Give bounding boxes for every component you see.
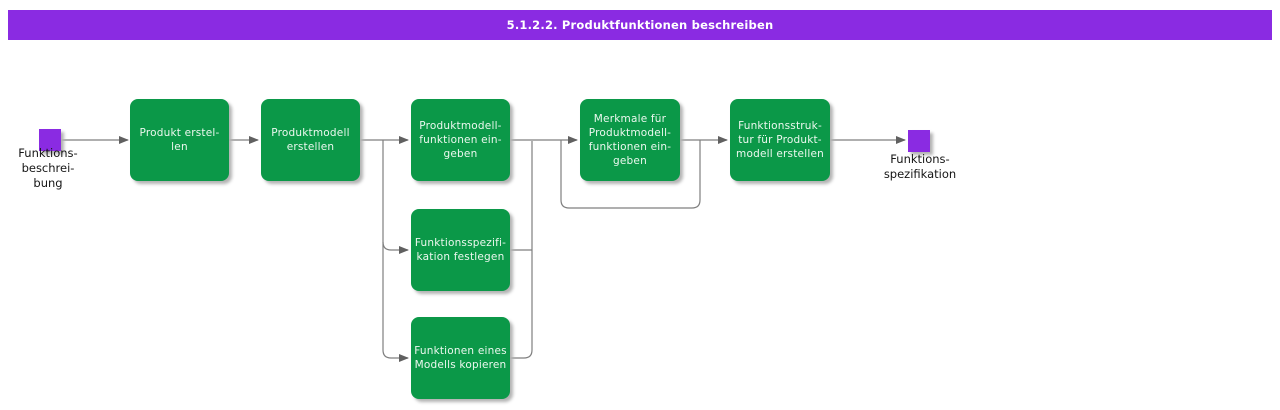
- process-title-bar: 5.1.2.2. Produktfunktionen beschreiben: [8, 10, 1272, 40]
- step-produktmodell-erstellen[interactable]: Produktmodell erstellen: [261, 99, 360, 181]
- step-funktionen-kopieren[interactable]: Funktionen eines Modells kopieren: [411, 317, 510, 399]
- end-artifact-label: Funktions- spezifikation: [883, 152, 957, 181]
- connector-merkmale-loop: [560, 140, 701, 209]
- page-title: 5.1.2.2. Produktfunktionen beschreiben: [506, 18, 774, 32]
- connector-branch-to-funktionen-kopieren: [382, 140, 409, 362]
- end-artifact-icon[interactable]: [908, 130, 930, 152]
- connector-branch-to-funktionsspezifikation: [382, 241, 409, 254]
- connector-merge-from-kopieren: [510, 141, 533, 359]
- start-artifact-label: Funktions- beschrei- bung: [18, 146, 78, 190]
- step-produkt-erstellen[interactable]: Produkt erstel- len: [130, 99, 229, 181]
- step-funktionsspezifikation-festlegen[interactable]: Funktionsspezifi- kation festlegen: [411, 209, 510, 291]
- step-merkmale-eingeben[interactable]: Merkmale für Produktmodell- funktionen e…: [580, 99, 680, 181]
- step-produktmodellfunktionen-eingeben[interactable]: Produktmodell- funktionen ein- geben: [411, 99, 510, 181]
- start-artifact-icon[interactable]: [39, 129, 61, 151]
- step-funktionsstruktur-erstellen[interactable]: Funktionsstruk- tur für Produkt- modell …: [730, 99, 830, 181]
